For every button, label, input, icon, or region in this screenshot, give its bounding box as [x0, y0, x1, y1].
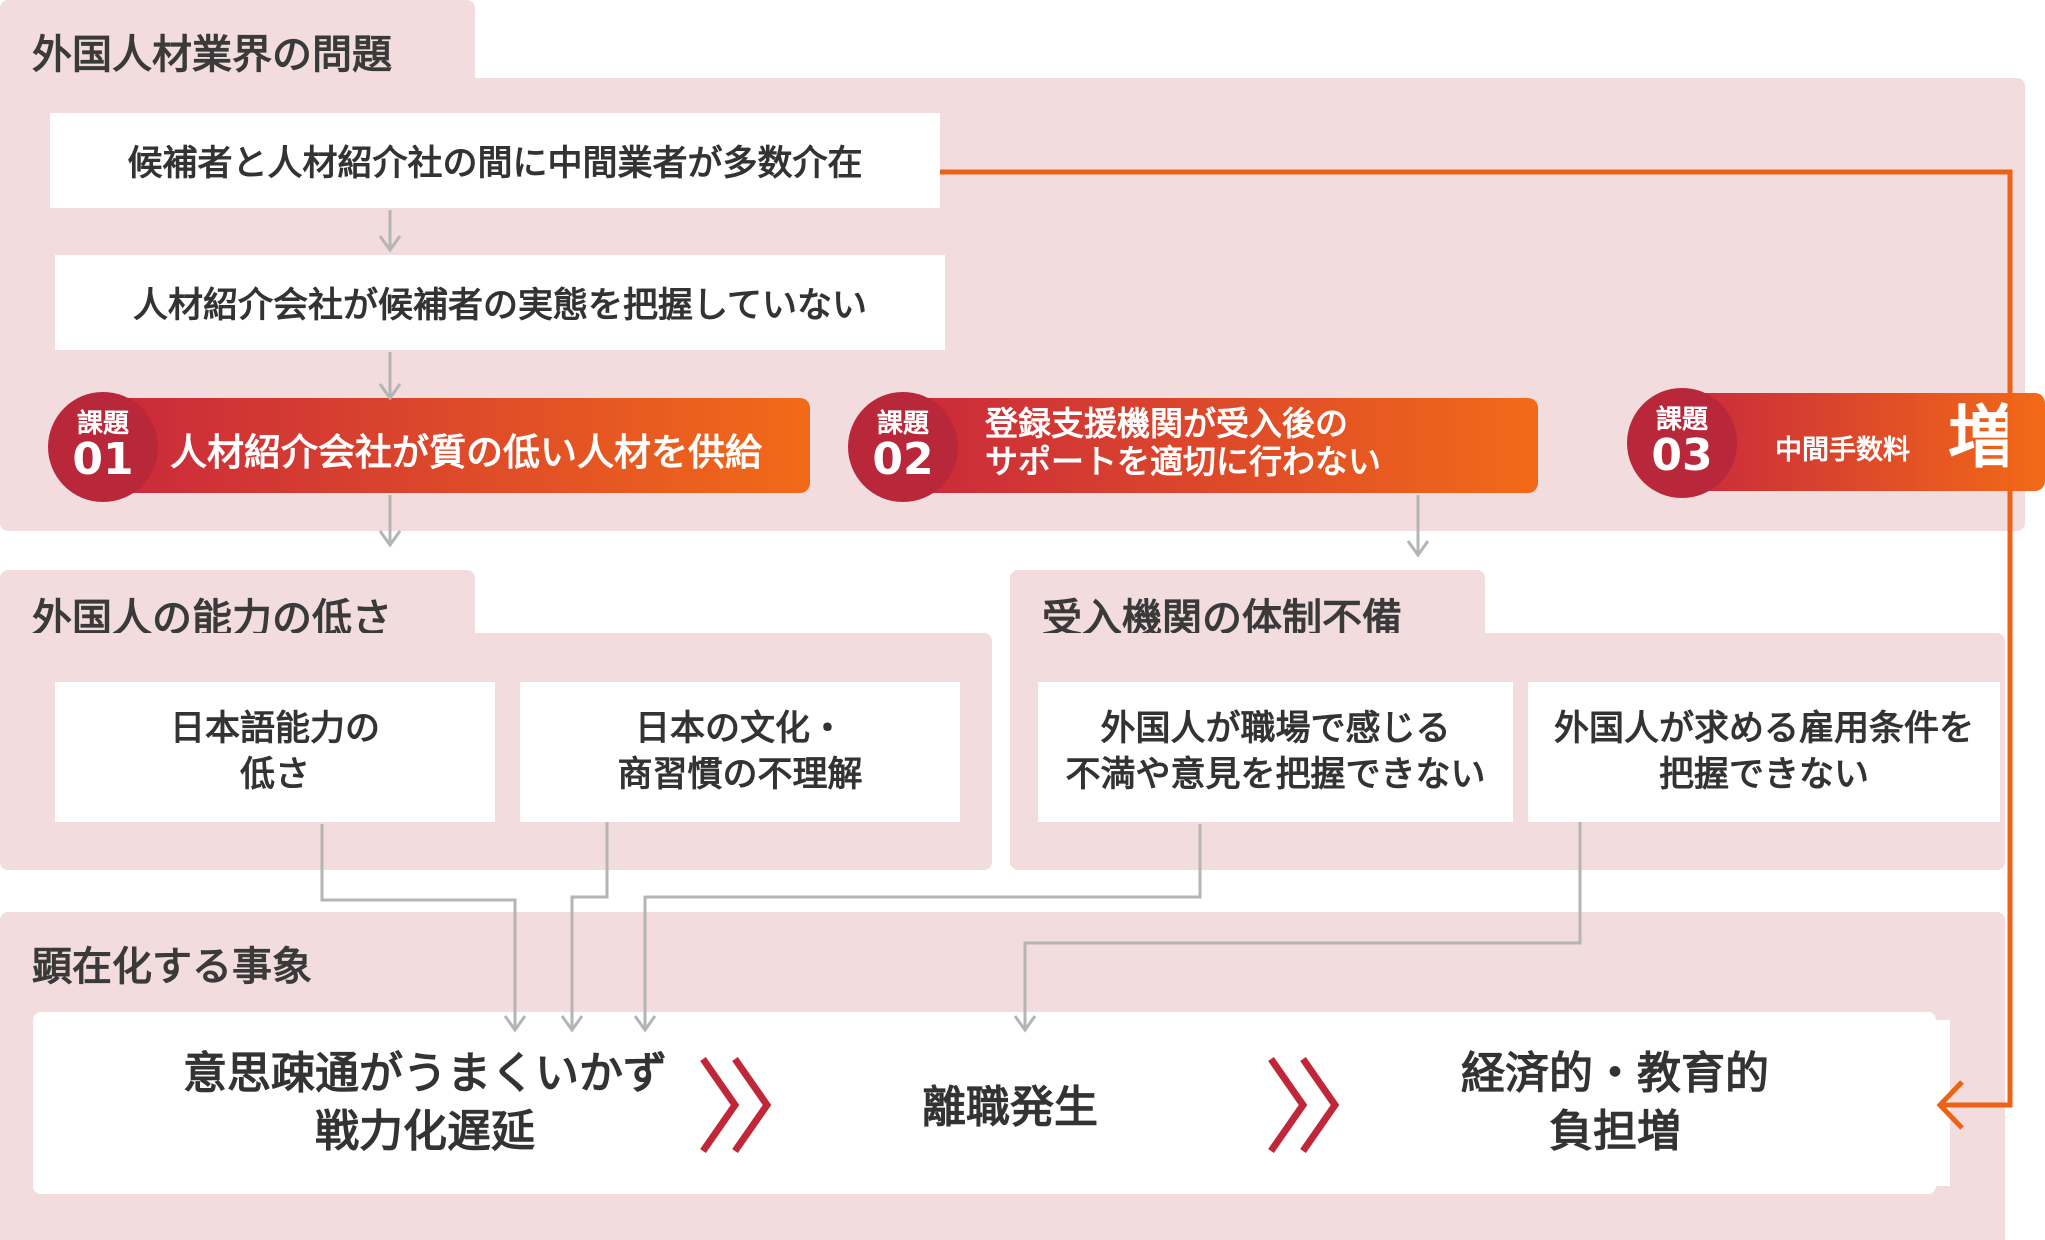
issue-03-text: 中間手数料: [1775, 435, 1910, 466]
conditions-line1: 外国人が求める雇用条件を: [1553, 709, 1974, 749]
dissatisfaction-line1: 外国人が職場で感じる: [1100, 709, 1451, 749]
intermediaries-text: 候補者と人材紹介社の間に中間業者が多数介在: [127, 144, 863, 184]
issue-01-tag: 課題: [76, 408, 129, 439]
issue-01-bar: [95, 398, 810, 493]
issue-02-bar: [895, 398, 1538, 493]
japanese-ability-line1: 日本語能力の: [169, 709, 380, 749]
turnover-result: 離職発生: [815, 1020, 1205, 1186]
chevron-right-icon: [700, 1057, 772, 1153]
section-outcome-title: 顕在化する事象: [32, 944, 312, 990]
connector-path: [570, 822, 609, 1030]
issue-03-tag: 課題: [1655, 404, 1708, 435]
culture-line1: 日本の文化・: [634, 709, 845, 749]
issue-02-line1: 登録支援機関が受入後の: [985, 404, 1348, 443]
japanese-ability-box: 日本語能力の 低さ: [55, 682, 495, 822]
issue-02-line2: サポートを適切に行わない: [985, 442, 1381, 481]
japanese-ability-line2: 低さ: [239, 755, 310, 795]
culture-box: 日本の文化・ 商習慣の不理解: [520, 682, 960, 822]
issue-01-number: 01: [72, 433, 134, 485]
burden-line2: 負担増: [1549, 1106, 1681, 1157]
section-problems-tab: 外国人材業界の問題: [0, 0, 475, 80]
turnover-text: 離職発生: [922, 1082, 1098, 1133]
arrow-down-icon: [560, 1015, 584, 1033]
burden-result: 経済的・教育的 負担増: [1280, 1020, 1950, 1186]
communication-line1: 意思疎通がうまくいかず: [183, 1048, 667, 1099]
communication-result: 意思疎通がうまくいかず 戦力化遅延: [40, 1020, 810, 1186]
orange-connector: [940, 169, 2013, 1108]
conditions-box: 外国人が求める雇用条件を 把握できない: [1528, 682, 2000, 822]
issue-01-badge: 課題 01: [48, 392, 158, 502]
connector-path: [643, 824, 1202, 1030]
culture-line2: 商習慣の不理解: [617, 755, 863, 795]
issue-03-big: 増: [1948, 399, 2017, 478]
arrow-down-icon: [378, 530, 402, 548]
unaware-text: 人材紹介会社が候補者の実態を把握していない: [133, 286, 867, 326]
burden-line1: 経済的・教育的: [1461, 1048, 1769, 1099]
issue-01-text: 人材紹介会社が質の低い人材を供給: [170, 431, 762, 474]
unaware-box: 人材紹介会社が候補者の実態を把握していない: [55, 255, 945, 350]
arrow-down-icon: [1406, 540, 1430, 558]
issue-02-text: 登録支援機関が受入後の サポートを適切に行わない: [985, 405, 1381, 481]
arrow-down-icon: [378, 235, 402, 253]
connector-path: [320, 824, 517, 1030]
arrow-down-icon: [1013, 1015, 1037, 1033]
issue-03-number: 03: [1651, 429, 1713, 481]
conditions-line2: 把握できない: [1658, 755, 1869, 795]
arrow-down-icon: [503, 1015, 527, 1033]
issue-02-tag: 課題: [876, 408, 929, 439]
dissatisfaction-line2: 不満や意見を把握できない: [1065, 755, 1486, 795]
issue-03-badge: 課題 03: [1627, 388, 1737, 498]
dissatisfaction-box: 外国人が職場で感じる 不満や意見を把握できない: [1038, 682, 1513, 822]
issue-02-number: 02: [872, 433, 934, 485]
arrow-down-icon: [378, 383, 402, 401]
communication-line2: 戦力化遅延: [315, 1106, 535, 1157]
chevron-right-icon: [1268, 1057, 1340, 1153]
intermediaries-box: 候補者と人材紹介社の間に中間業者が多数介在: [50, 113, 940, 208]
section-problems-title: 外国人材業界の問題: [32, 32, 392, 78]
issue-02-badge: 課題 02: [848, 392, 958, 502]
connector-path: [1023, 822, 1582, 1030]
arrow-down-icon: [633, 1015, 657, 1033]
arrow-left-icon: [1936, 1080, 1964, 1130]
